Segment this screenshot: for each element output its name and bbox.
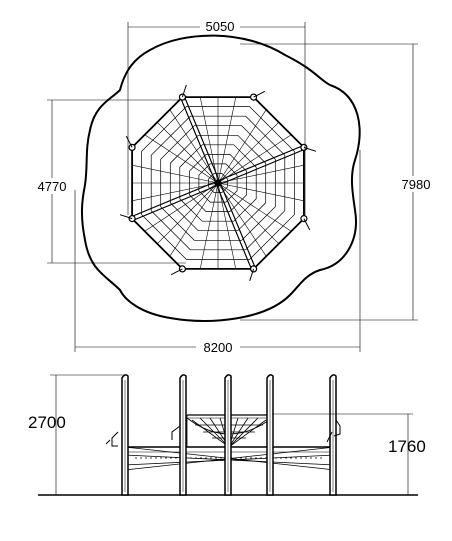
net-strand: [217, 182, 292, 232]
net-ring: [160, 125, 276, 241]
plan-view: 5050 4770 7980 8200: [30, 18, 437, 355]
net-ring: [169, 134, 267, 232]
net-strand: [144, 134, 219, 184]
dimension-top-label: 5050: [206, 19, 235, 34]
net-strand: [199, 97, 219, 184]
dimension-bottom: 8200: [74, 150, 361, 355]
elevation-connectors: [105, 419, 341, 447]
net-strand: [217, 109, 267, 184]
elevation-view: 2700 1760: [28, 374, 426, 496]
dimension-total-height-label: 2700: [28, 413, 66, 432]
dimension-top: 5050: [127, 18, 306, 215]
net-ring: [189, 154, 247, 212]
safety-zone-outline: [81, 34, 361, 322]
anchor-foot: [181, 84, 187, 98]
anchor-foot: [303, 146, 317, 152]
anchor-foot: [125, 135, 133, 148]
net-ring: [179, 144, 257, 222]
anchor-foot: [249, 268, 255, 282]
anchor-foot: [303, 218, 311, 231]
dimension-net-height-label: 1760: [388, 437, 426, 456]
dimension-net-height: 1760: [272, 413, 426, 495]
dimension-bottom-label: 8200: [204, 340, 233, 355]
dimension-left: 4770: [30, 99, 186, 264]
dimension-right: 7980: [240, 43, 437, 321]
dimension-right-label: 7980: [402, 177, 431, 192]
net-ring: [198, 163, 238, 203]
octagon-net-frame: [119, 84, 317, 282]
net-strand: [217, 182, 267, 257]
net-strand: [169, 182, 219, 257]
net-strand: [217, 121, 280, 184]
elevation-posts: [121, 374, 337, 496]
anchor-foot: [253, 90, 266, 98]
net-strand: [156, 121, 219, 184]
net-strand: [217, 182, 304, 202]
center-hub: [214, 179, 222, 187]
net-strand: [199, 182, 219, 269]
anchor-foot: [119, 214, 133, 220]
net-strand: [156, 182, 219, 245]
net-strand: [217, 97, 237, 184]
anchor-foot: [170, 268, 183, 276]
net-strand: [217, 182, 280, 245]
net-strand: [132, 182, 219, 202]
net-strand: [132, 164, 219, 184]
net-strand: [217, 134, 292, 184]
net-strand: [217, 182, 237, 269]
net-ring: [141, 106, 295, 260]
dimension-left-label: 4770: [38, 179, 67, 194]
net-ring: [150, 115, 286, 251]
net-ring: [208, 173, 228, 193]
dimension-total-height: 2700: [28, 374, 124, 495]
net-strand: [169, 109, 219, 184]
net-strand: [144, 182, 219, 232]
net-strand: [217, 164, 304, 184]
